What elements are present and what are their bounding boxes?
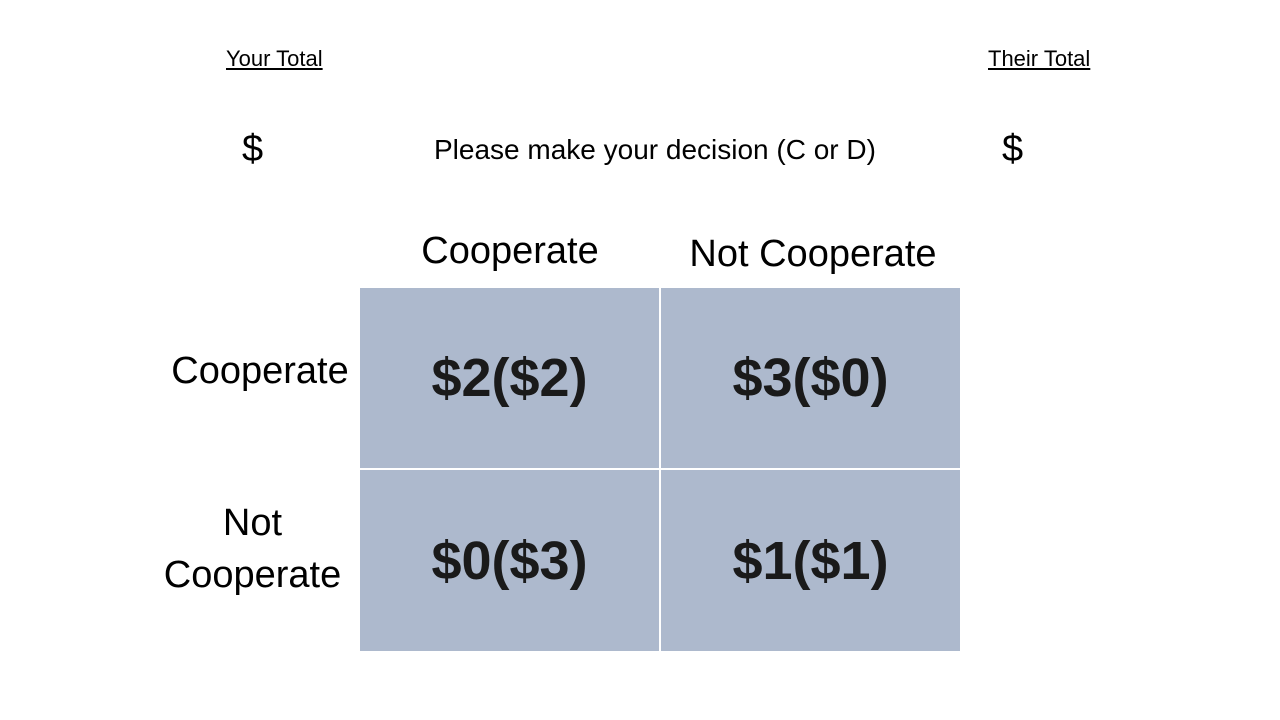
row-header-not-cooperate: Not Cooperate — [163, 502, 342, 596]
payoff-cell-cc[interactable]: $2($2) — [360, 288, 659, 468]
payoff-cell-cd[interactable]: $3($0) — [661, 288, 960, 468]
column-header-cooperate: Cooperate — [421, 230, 599, 272]
your-total-value: $ — [242, 128, 264, 170]
their-total-label: Their Total — [988, 46, 1091, 71]
payoff-cell-dc[interactable]: $0($3) — [360, 470, 659, 651]
their-total-value: $ — [1002, 128, 1024, 170]
row-header-cooperate: Cooperate — [171, 350, 349, 392]
payoff-cell-dd[interactable]: $1($1) — [661, 470, 960, 651]
decision-prompt: Please make your decision (C or D) — [434, 134, 876, 165]
payoff-matrix: $2($2) $3($0) $0($3) $1($1) — [360, 288, 960, 653]
column-header-not-cooperate: Not Cooperate — [689, 233, 937, 275]
your-total-label: Your Total — [226, 46, 323, 71]
